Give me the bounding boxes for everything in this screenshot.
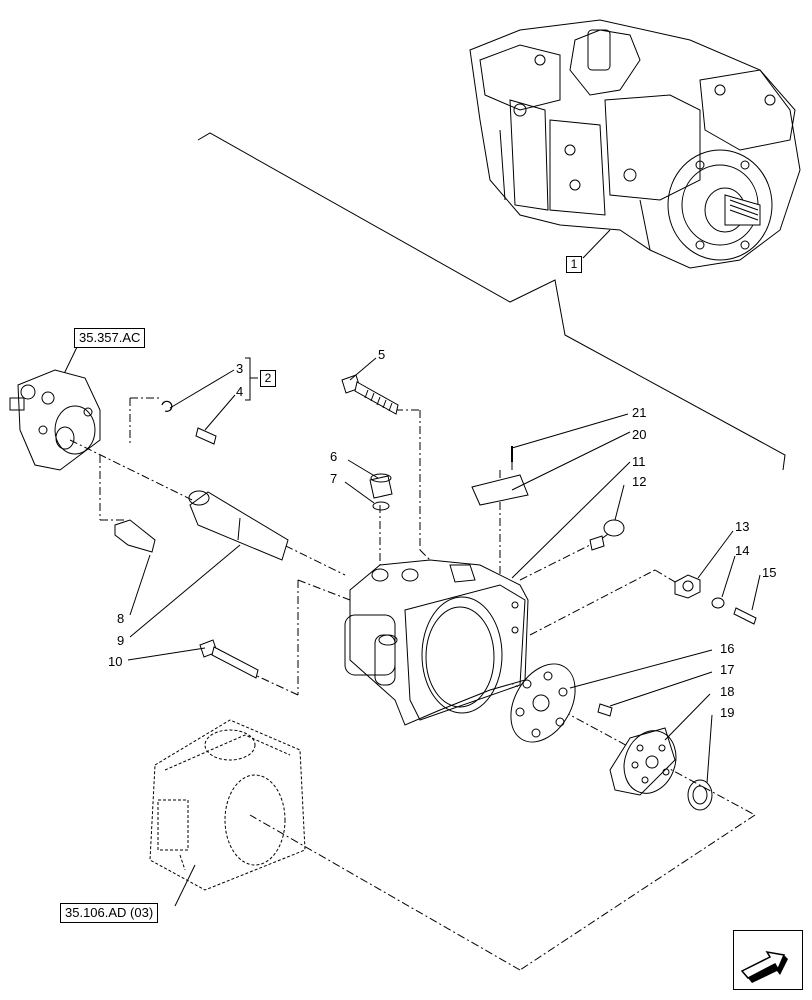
part-label-20: 20 (632, 427, 647, 442)
part-label-4: 4 (236, 384, 244, 399)
ghost-housing-drawing (149, 719, 306, 891)
reference-box-top[interactable]: 35.357.AC (74, 328, 146, 348)
part-label-13: 13 (735, 519, 750, 534)
pump-assembly-drawing (469, 19, 801, 269)
part-label-12: 12 (632, 474, 647, 489)
part-label-9: 9 (117, 633, 125, 648)
part-label-11: 11 (632, 454, 646, 469)
housing-drawing (344, 559, 529, 726)
part-label-16: 16 (720, 641, 735, 656)
group-label-box: 2 (260, 370, 276, 387)
part-label-21: 21 (632, 405, 647, 420)
part-label-8: 8 (117, 611, 125, 626)
part-label-17: 17 (720, 662, 735, 677)
part-label-10: 10 (108, 654, 123, 669)
assembly-label-box: 1 (566, 256, 582, 273)
auxiliary-pump-drawing (9, 369, 101, 471)
reference-box-bottom[interactable]: 35.106.AD (03) (60, 903, 159, 923)
part-label-19: 19 (720, 705, 735, 720)
part-label-14: 14 (735, 543, 750, 558)
part-label-15: 15 (762, 565, 777, 580)
part-label-6: 6 (330, 449, 338, 464)
part-label-18: 18 (720, 684, 735, 699)
next-page-button[interactable] (733, 930, 803, 990)
part-label-3: 3 (236, 361, 244, 376)
next-page-arrow-icon (740, 950, 788, 983)
part-label-7: 7 (330, 471, 338, 486)
part-label-5: 5 (378, 347, 386, 362)
